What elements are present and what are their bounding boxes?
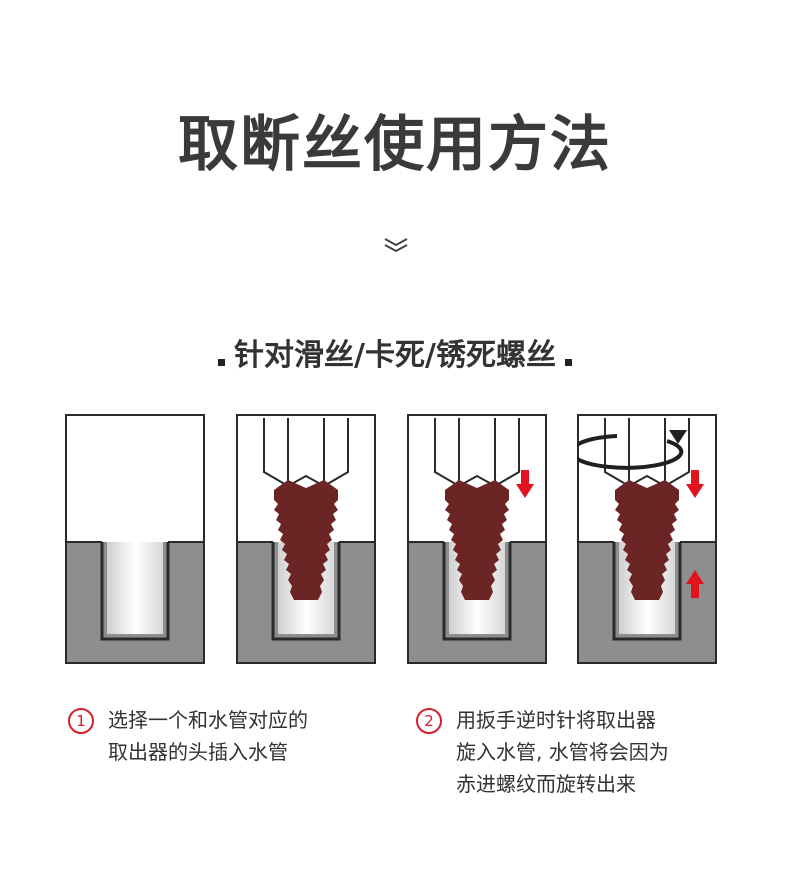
bullet-square-icon [218, 359, 226, 366]
step-line: 取出器的头插入水管 [108, 740, 288, 764]
step-number: 1 [68, 708, 94, 734]
step-line: 选择一个和水管对应的 [108, 708, 308, 732]
arrow-down-icon [686, 470, 704, 498]
chevron-down-icon [384, 238, 408, 253]
step-number: 2 [416, 708, 442, 734]
bullet-square-icon [564, 359, 572, 366]
step-line: 旋入水管, 水管将会因为 [456, 740, 669, 764]
step-diagram-4 [577, 414, 717, 664]
step-diagram-2 [236, 414, 376, 664]
subtitle-text: 针对滑丝/卡死/锈死螺丝 [234, 338, 556, 373]
step-text: 选择一个和水管对应的 取出器的头插入水管 [108, 704, 308, 768]
step-text: 用扳手逆时针将取出器 旋入水管, 水管将会因为 赤进螺纹而旋转出来 [456, 704, 669, 800]
step-line: 用扳手逆时针将取出器 [456, 708, 656, 732]
subtitle-row: 针对滑丝/卡死/锈死螺丝 [0, 330, 790, 374]
step-diagram-3 [407, 414, 547, 664]
page-title: 取断丝使用方法 [178, 110, 612, 180]
step-diagram-1 [65, 414, 205, 664]
subtitle: 针对滑丝/卡死/锈死螺丝 [218, 330, 572, 374]
arrow-down-icon [516, 470, 534, 498]
rotation-arrow-icon [577, 430, 687, 470]
arrow-up-icon [686, 570, 704, 598]
step-line: 赤进螺纹而旋转出来 [456, 772, 636, 796]
